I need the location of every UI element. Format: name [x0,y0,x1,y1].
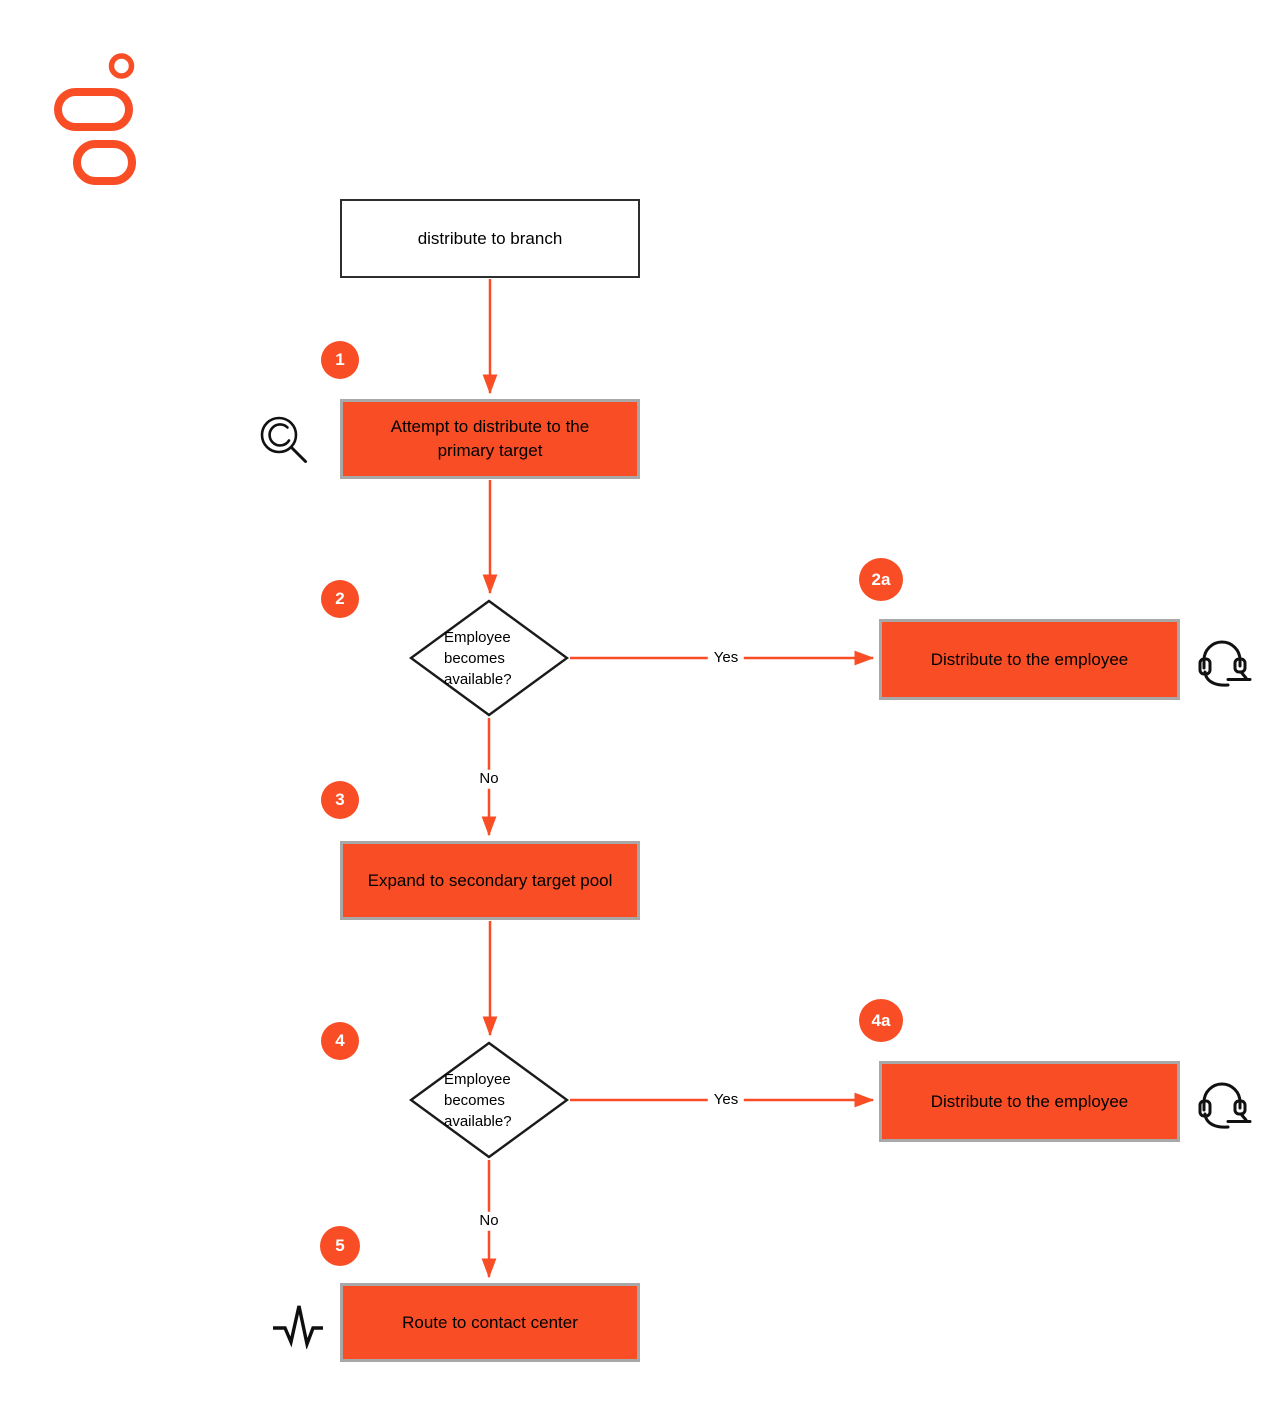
pulse-icon [273,1305,323,1349]
decision2-badge: 2 [321,580,359,618]
edge-label-yes-decision4: Yes [707,1090,745,1110]
decision4-badge: 4 [321,1022,359,1060]
edge-label-no-decision2: No [473,769,505,789]
node-decision2: Employee becomes available? [409,599,569,717]
node-decision4: Employee becomes available? [409,1041,569,1159]
magnifying-glass-icon [260,416,307,463]
step1-badge: 1 [321,341,359,379]
node-step1-label: Attempt to distribute to the primary tar… [390,417,590,460]
edge-label-yes-decision2: Yes [707,648,745,668]
step2a-badge: 2a [859,558,903,601]
step5-badge: 5 [320,1226,360,1266]
genesys-logo [54,53,136,185]
node-step2a-label: Distribute to the employee [930,649,1129,669]
node-start-label: distribute to branch [417,228,563,248]
node-step5-label: Route to contact center [402,1312,578,1332]
node-decision4-label: Employee becomes available? [444,1070,512,1130]
node-decision2-label: Employee becomes available? [444,628,512,688]
headset-icon [1198,1082,1252,1129]
node-step1: Attempt to distribute to the primary tar… [340,399,640,479]
edge-label-no-decision4: No [473,1211,505,1231]
headset-icon [1198,640,1252,687]
node-step5: Route to contact center [340,1283,640,1362]
step3-badge: 3 [321,781,359,819]
node-step2a: Distribute to the employee [879,619,1180,700]
node-step4a-label: Distribute to the employee [930,1091,1129,1111]
node-step3: Expand to secondary target pool [340,841,640,920]
node-start: distribute to branch [340,199,640,278]
node-step4a: Distribute to the employee [879,1061,1180,1142]
node-step3-label: Expand to secondary target pool [367,870,613,890]
step4a-badge: 4a [859,999,903,1042]
